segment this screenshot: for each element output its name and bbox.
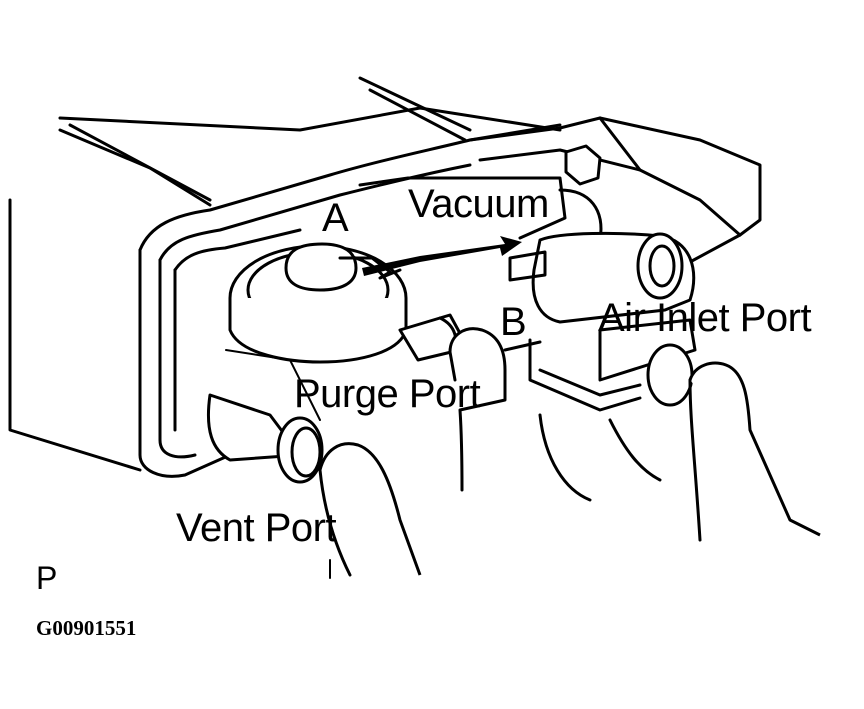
vent-port-nozzle (206, 349, 324, 484)
label-vacuum: Vacuum (408, 182, 549, 226)
upper-housing (468, 116, 762, 264)
label-purge-port: Purge Port (294, 372, 481, 416)
bolt-head (564, 144, 602, 186)
figure-code: G00901551 (36, 616, 137, 640)
canister-body (8, 76, 562, 478)
finger-purge (448, 327, 507, 412)
label-point-a: A (322, 196, 349, 240)
label-air-inlet-port: Air Inlet Port (598, 296, 812, 340)
label-vent-port: Vent Port (176, 506, 337, 550)
vacuum-arrow (362, 236, 522, 280)
purge-valve (228, 242, 408, 364)
label-point-b: B (500, 300, 527, 344)
label-p: P (36, 560, 57, 596)
fingers (318, 327, 821, 577)
finger-air-inlet (688, 361, 821, 537)
air-inlet-body (508, 231, 697, 412)
finger-vent (318, 442, 422, 576)
